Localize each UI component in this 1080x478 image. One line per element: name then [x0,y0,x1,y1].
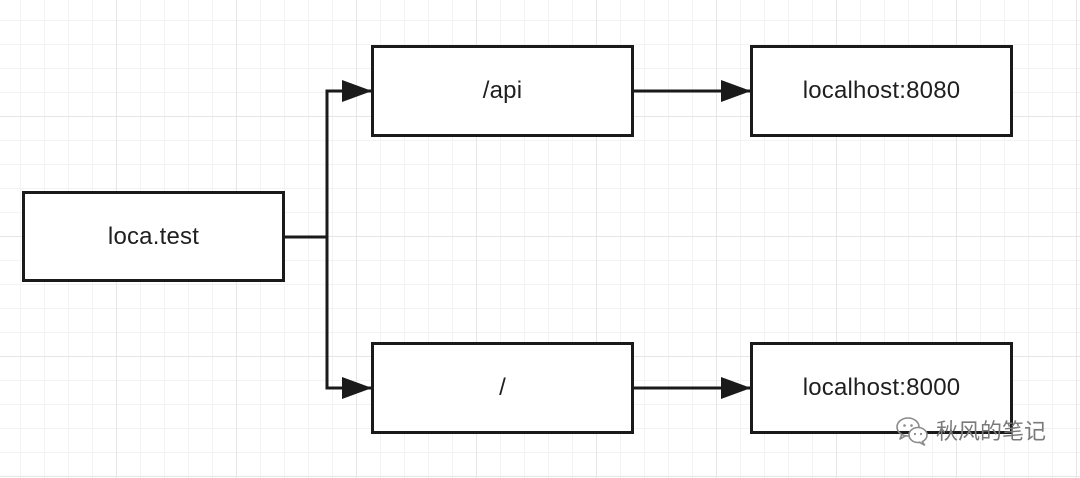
node-api-target-label: localhost:8080 [802,77,961,104]
node-source-domain: loca.test [22,191,285,282]
node-api-path-label: /api [482,77,523,104]
wechat-icon [896,417,928,446]
node-root-target-label: localhost:8000 [802,374,961,401]
node-api-path: /api [371,45,634,137]
node-root-target: localhost:8000 [750,342,1013,434]
node-root-path: / [371,342,634,434]
node-source-domain-label: loca.test [107,222,200,250]
watermark: 秋风的笔记 [894,412,1046,448]
node-api-target: localhost:8080 [750,45,1013,137]
watermark-text: 秋风的笔记 [935,420,1046,445]
node-root-path-label: / [499,374,506,401]
